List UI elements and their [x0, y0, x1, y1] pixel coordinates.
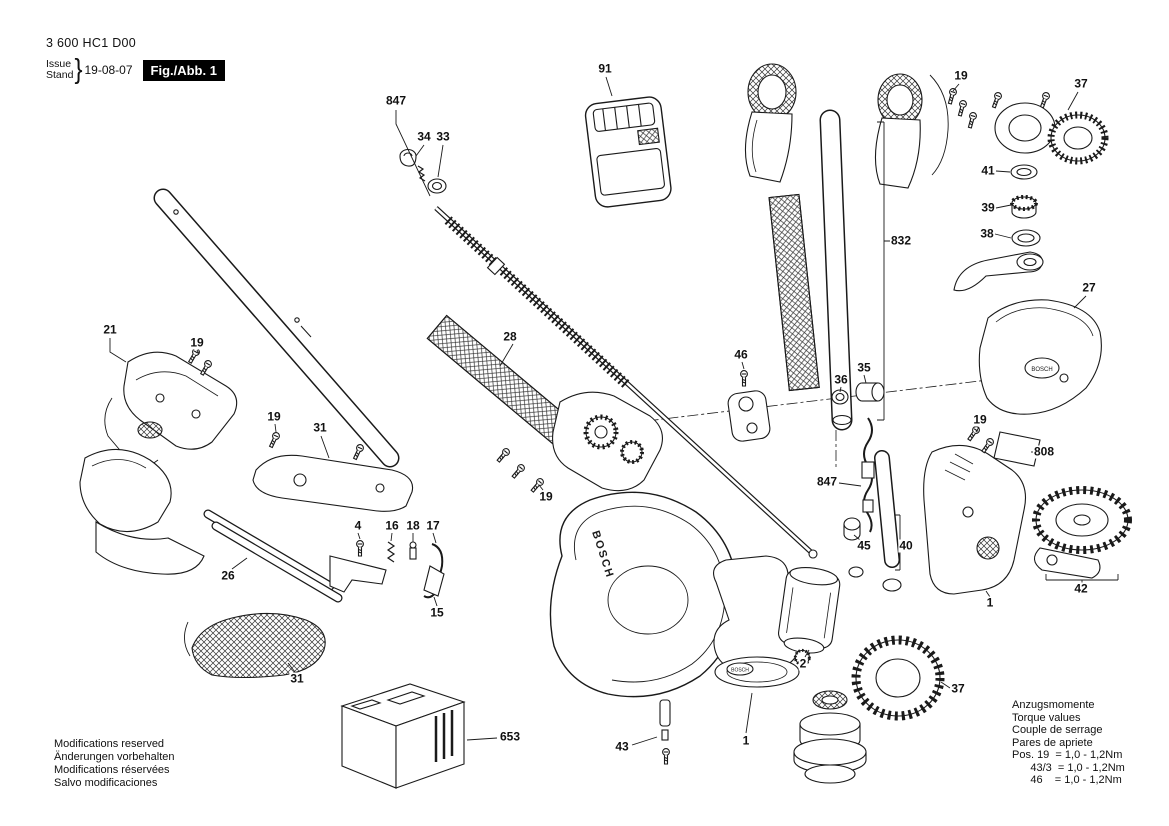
spool-assembly [793, 690, 867, 784]
text-line: 46 = 1,0 - 1,2Nm [1012, 774, 1122, 786]
text-line: Pares de apriete [1012, 736, 1093, 749]
cover-cap-37-top [994, 102, 1109, 165]
housing-cover-27: BOSCH [978, 299, 1102, 415]
gearbox-housing [495, 391, 663, 494]
switch-housing-21 [104, 346, 238, 466]
text-line: Couple de serrage [1012, 724, 1103, 736]
coupler-group [727, 370, 885, 442]
battery-pack [584, 96, 672, 208]
figure-label: Fig./Abb. 1 [142, 59, 225, 81]
lower-tube-40 [843, 450, 902, 592]
text-line: Modifications réservées [54, 764, 170, 776]
trimmer-head: BOSCH [713, 555, 801, 688]
shield-covers [79, 448, 205, 575]
head-brand-text: BOSCH [731, 668, 749, 674]
label-plate-808 [993, 431, 1041, 467]
upper-shaft-tube [153, 188, 400, 468]
text-line: Torque values [1012, 711, 1081, 724]
hand-grip-31 [184, 612, 326, 679]
protection-guard: BOSCH [549, 491, 738, 698]
text-line: Anzugsmomente [1012, 699, 1095, 711]
handle-half-right [874, 73, 949, 189]
ring-38 [1011, 229, 1041, 247]
motor-housing-right [923, 424, 1027, 595]
text-line: Pos. 19 = 1,0 - 1,2Nm [1012, 749, 1123, 761]
type-number: 3 600 HC1 D00 [46, 36, 137, 50]
small-parts-group [329, 540, 445, 599]
battery-charger [340, 683, 466, 789]
wheel-42 [1032, 486, 1132, 579]
brace-glyph: } [74, 53, 83, 85]
brand-logo-text: BOSCH [1031, 367, 1052, 373]
issue-date: 19-08-07 [84, 63, 133, 77]
text-line: Änderungen vorbehalten [54, 751, 175, 763]
spring-upper-tube [768, 193, 820, 392]
text-line: Salvo modificaciones [54, 777, 158, 789]
flex-shaft-847 [861, 417, 875, 533]
support-bars-26 [203, 509, 343, 603]
issue-label-en: Issue [46, 58, 72, 70]
issue-label-de: Stand [46, 69, 74, 81]
ring-41 [1010, 164, 1038, 180]
spool-cover-37 [851, 635, 945, 721]
issue-labels: Issue Stand [46, 59, 73, 81]
handle-half-left [744, 63, 797, 183]
title-block: 3 600 HC1 D00 Issue Stand } 19-08-07 Fig… [46, 36, 225, 85]
trigger-lever-31 [252, 430, 414, 512]
drive-shaft [434, 206, 818, 559]
lever-arm [953, 251, 1044, 292]
blade-parts-43 [659, 699, 671, 765]
text-line: 43/3 = 1,0 - 1,2Nm [1012, 761, 1125, 774]
gear-39 [1010, 195, 1038, 219]
upper-tube-832 [819, 109, 853, 431]
text-line: Modifications reserved [54, 738, 165, 750]
